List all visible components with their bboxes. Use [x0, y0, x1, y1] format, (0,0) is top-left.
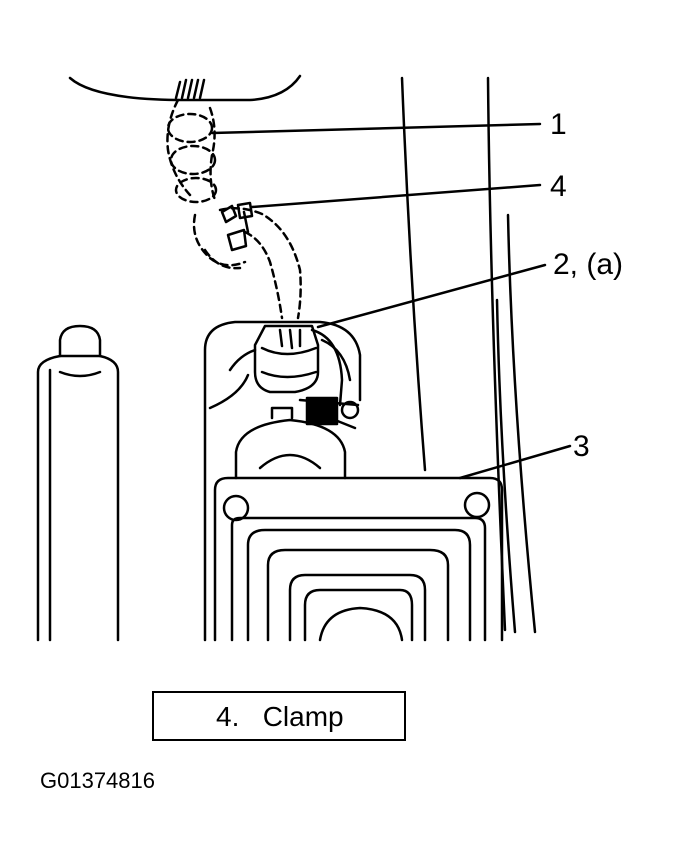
legend-entry: 4. Clamp [216, 703, 344, 731]
manifold-housing [203, 320, 362, 642]
leader-line-3 [458, 444, 572, 480]
throttle-body-flange [213, 476, 504, 642]
figure-id: G01374816 [40, 768, 155, 793]
leader-line-2a [316, 263, 547, 329]
hose-top-ribs [174, 78, 206, 100]
left-column [36, 324, 120, 642]
frame-line-inner [495, 298, 517, 634]
callout-2a: 2, (a) [553, 248, 624, 281]
callout-4: 4 [550, 170, 567, 203]
callout-1: 1 [550, 108, 567, 141]
leader-line-1 [210, 122, 542, 135]
clamp-shape [220, 201, 254, 252]
legend-box [152, 691, 406, 741]
callout-3: 3 [573, 430, 590, 463]
engine-diagram [36, 74, 572, 642]
hose-dashed [166, 98, 302, 320]
valve-cap [234, 406, 347, 480]
frame-line-left [400, 76, 427, 472]
legend-number: 4. [216, 701, 240, 732]
connector-block [305, 396, 339, 426]
leader-line-4 [250, 183, 542, 209]
frame-line-right [506, 213, 537, 634]
sensor-body [253, 324, 352, 407]
legend-label: Clamp [262, 701, 344, 732]
